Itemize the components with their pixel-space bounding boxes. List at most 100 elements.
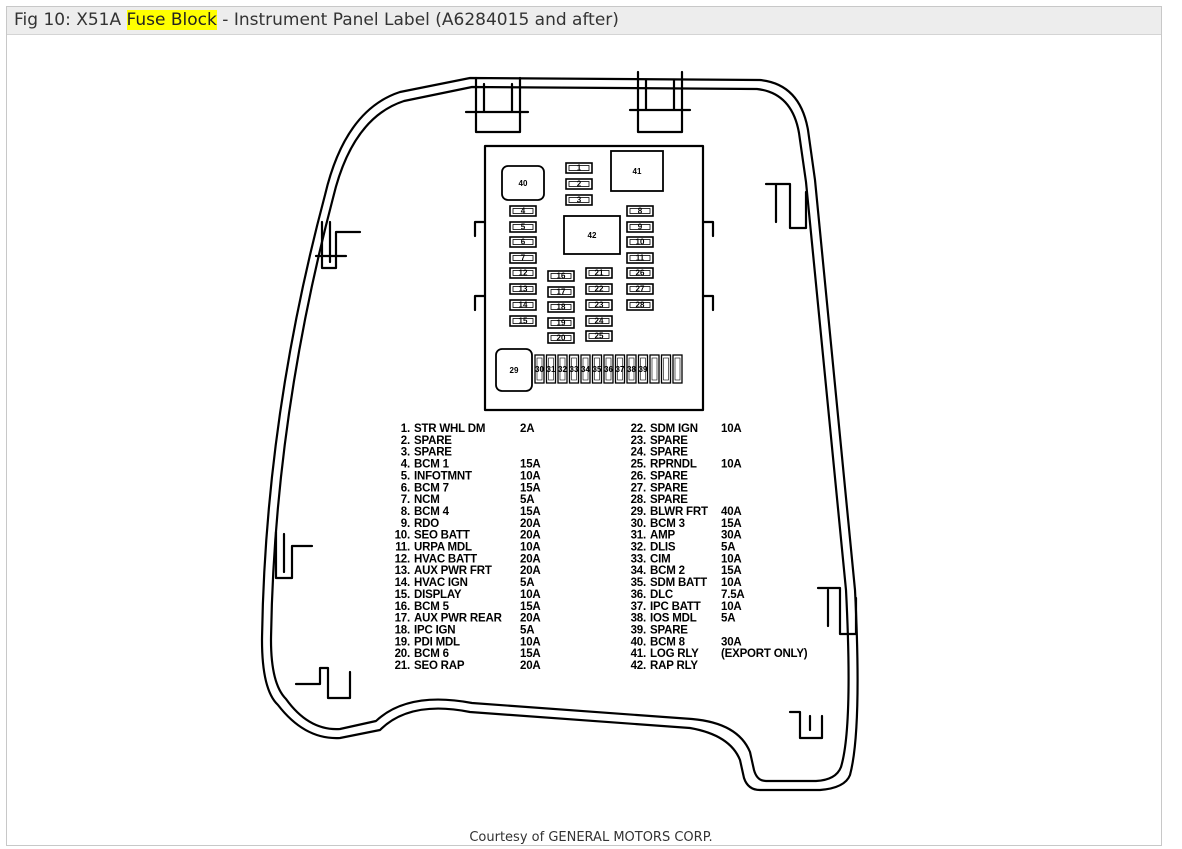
svg-text:41.: 41.: [631, 648, 646, 660]
svg-text:10A: 10A: [520, 589, 541, 601]
fuse-slot-3: 3: [565, 194, 593, 206]
svg-text:8: 8: [638, 207, 643, 216]
clip-right-bottom: [788, 710, 824, 740]
svg-text:12.: 12.: [395, 553, 410, 565]
fuse-slot-1: 1: [565, 162, 593, 174]
svg-text:14: 14: [519, 301, 528, 310]
svg-text:39.: 39.: [631, 624, 646, 636]
svg-text:15: 15: [519, 317, 528, 326]
svg-text:23.: 23.: [631, 435, 646, 447]
svg-text:DLC: DLC: [650, 589, 673, 601]
svg-text:40.: 40.: [631, 636, 646, 648]
svg-text:42: 42: [588, 231, 597, 240]
svg-text:HVAC IGN: HVAC IGN: [414, 577, 468, 589]
svg-text:20A: 20A: [520, 553, 541, 565]
fuse-slot-10: 10: [626, 236, 654, 248]
svg-text:RPRNDL: RPRNDL: [650, 459, 697, 471]
svg-text:10A: 10A: [520, 470, 541, 482]
svg-text:30: 30: [535, 365, 544, 374]
svg-text:BCM 2: BCM 2: [650, 565, 685, 577]
relay-40: 40: [501, 165, 545, 201]
svg-text:22.: 22.: [631, 423, 646, 435]
svg-text:21: 21: [595, 269, 604, 278]
legend-row-right: 41.LOG RLY(EXPORT ONLY): [631, 648, 808, 660]
svg-text:SPARE: SPARE: [650, 470, 688, 482]
block-ear-right: [701, 220, 715, 312]
svg-text:5A: 5A: [721, 613, 735, 625]
title-suffix: - Instrument Panel Label (A6284015 and a…: [216, 10, 619, 30]
clip-top-right: [628, 70, 692, 134]
svg-text:RDO: RDO: [414, 518, 439, 530]
relay-41: 41: [610, 150, 664, 192]
svg-text:RAP RLY: RAP RLY: [650, 660, 698, 672]
svg-text:13: 13: [519, 285, 528, 294]
svg-text:10A: 10A: [520, 542, 541, 554]
title-prefix: Fig 10: X51A: [14, 10, 127, 30]
svg-text:23: 23: [595, 301, 604, 310]
fuse-slots: 1234567891011121314151617181920212223242…: [495, 150, 683, 392]
legend-row-right: 26.SPARE: [631, 470, 689, 482]
svg-text:13.: 13.: [395, 565, 410, 577]
mini-fuse-slot: 33: [568, 354, 580, 384]
svg-text:38: 38: [627, 365, 636, 374]
svg-text:1: 1: [577, 164, 582, 173]
svg-text:4.: 4.: [401, 459, 410, 471]
svg-text:SPARE: SPARE: [650, 482, 688, 494]
svg-text:38.: 38.: [631, 613, 646, 625]
courtesy-note: Courtesy of GENERAL MOTORS CORP.: [469, 830, 713, 845]
fuse-slot-5: 5: [509, 221, 537, 233]
svg-text:19.: 19.: [395, 636, 410, 648]
fuse-29: 29: [495, 348, 533, 392]
svg-text:8.: 8.: [401, 506, 410, 518]
svg-text:18: 18: [557, 303, 566, 312]
fuse-slot-13: 13: [509, 283, 537, 295]
svg-text:37.: 37.: [631, 601, 646, 613]
svg-text:5A: 5A: [721, 542, 735, 554]
svg-text:BCM 5: BCM 5: [414, 601, 450, 613]
svg-text:15A: 15A: [520, 601, 541, 613]
svg-text:40: 40: [519, 179, 528, 188]
fuse-slot-27: 27: [626, 283, 654, 295]
legend-row-right: 39.SPARE: [631, 624, 689, 636]
svg-text:20A: 20A: [520, 613, 541, 625]
svg-text:SPARE: SPARE: [650, 447, 688, 459]
svg-text:35.: 35.: [631, 577, 646, 589]
svg-text:3: 3: [577, 196, 582, 205]
mini-fuse-slot: [672, 354, 683, 384]
fuse-slot-24: 24: [585, 315, 613, 327]
legend-row-left: 3.SPARE: [401, 447, 453, 459]
svg-text:10A: 10A: [520, 636, 541, 648]
fuse-slot-26: 26: [626, 267, 654, 279]
svg-text:39: 39: [639, 365, 648, 374]
fuse-slot-16: 16: [547, 270, 575, 282]
svg-text:29.: 29.: [631, 506, 646, 518]
svg-text:SEO BATT: SEO BATT: [414, 530, 470, 542]
mini-fuse-slot: 32: [557, 354, 568, 384]
svg-text:10A: 10A: [721, 577, 742, 589]
fuse-slot-11: 11: [626, 252, 654, 264]
svg-text:34: 34: [581, 365, 590, 374]
svg-text:2: 2: [577, 180, 582, 189]
svg-text:SEO RAP: SEO RAP: [414, 660, 465, 672]
svg-text:20A: 20A: [520, 518, 541, 530]
svg-text:10: 10: [636, 238, 645, 247]
fuse-slot-21: 21: [585, 267, 613, 279]
mini-fuse-slot: 34: [580, 354, 591, 384]
